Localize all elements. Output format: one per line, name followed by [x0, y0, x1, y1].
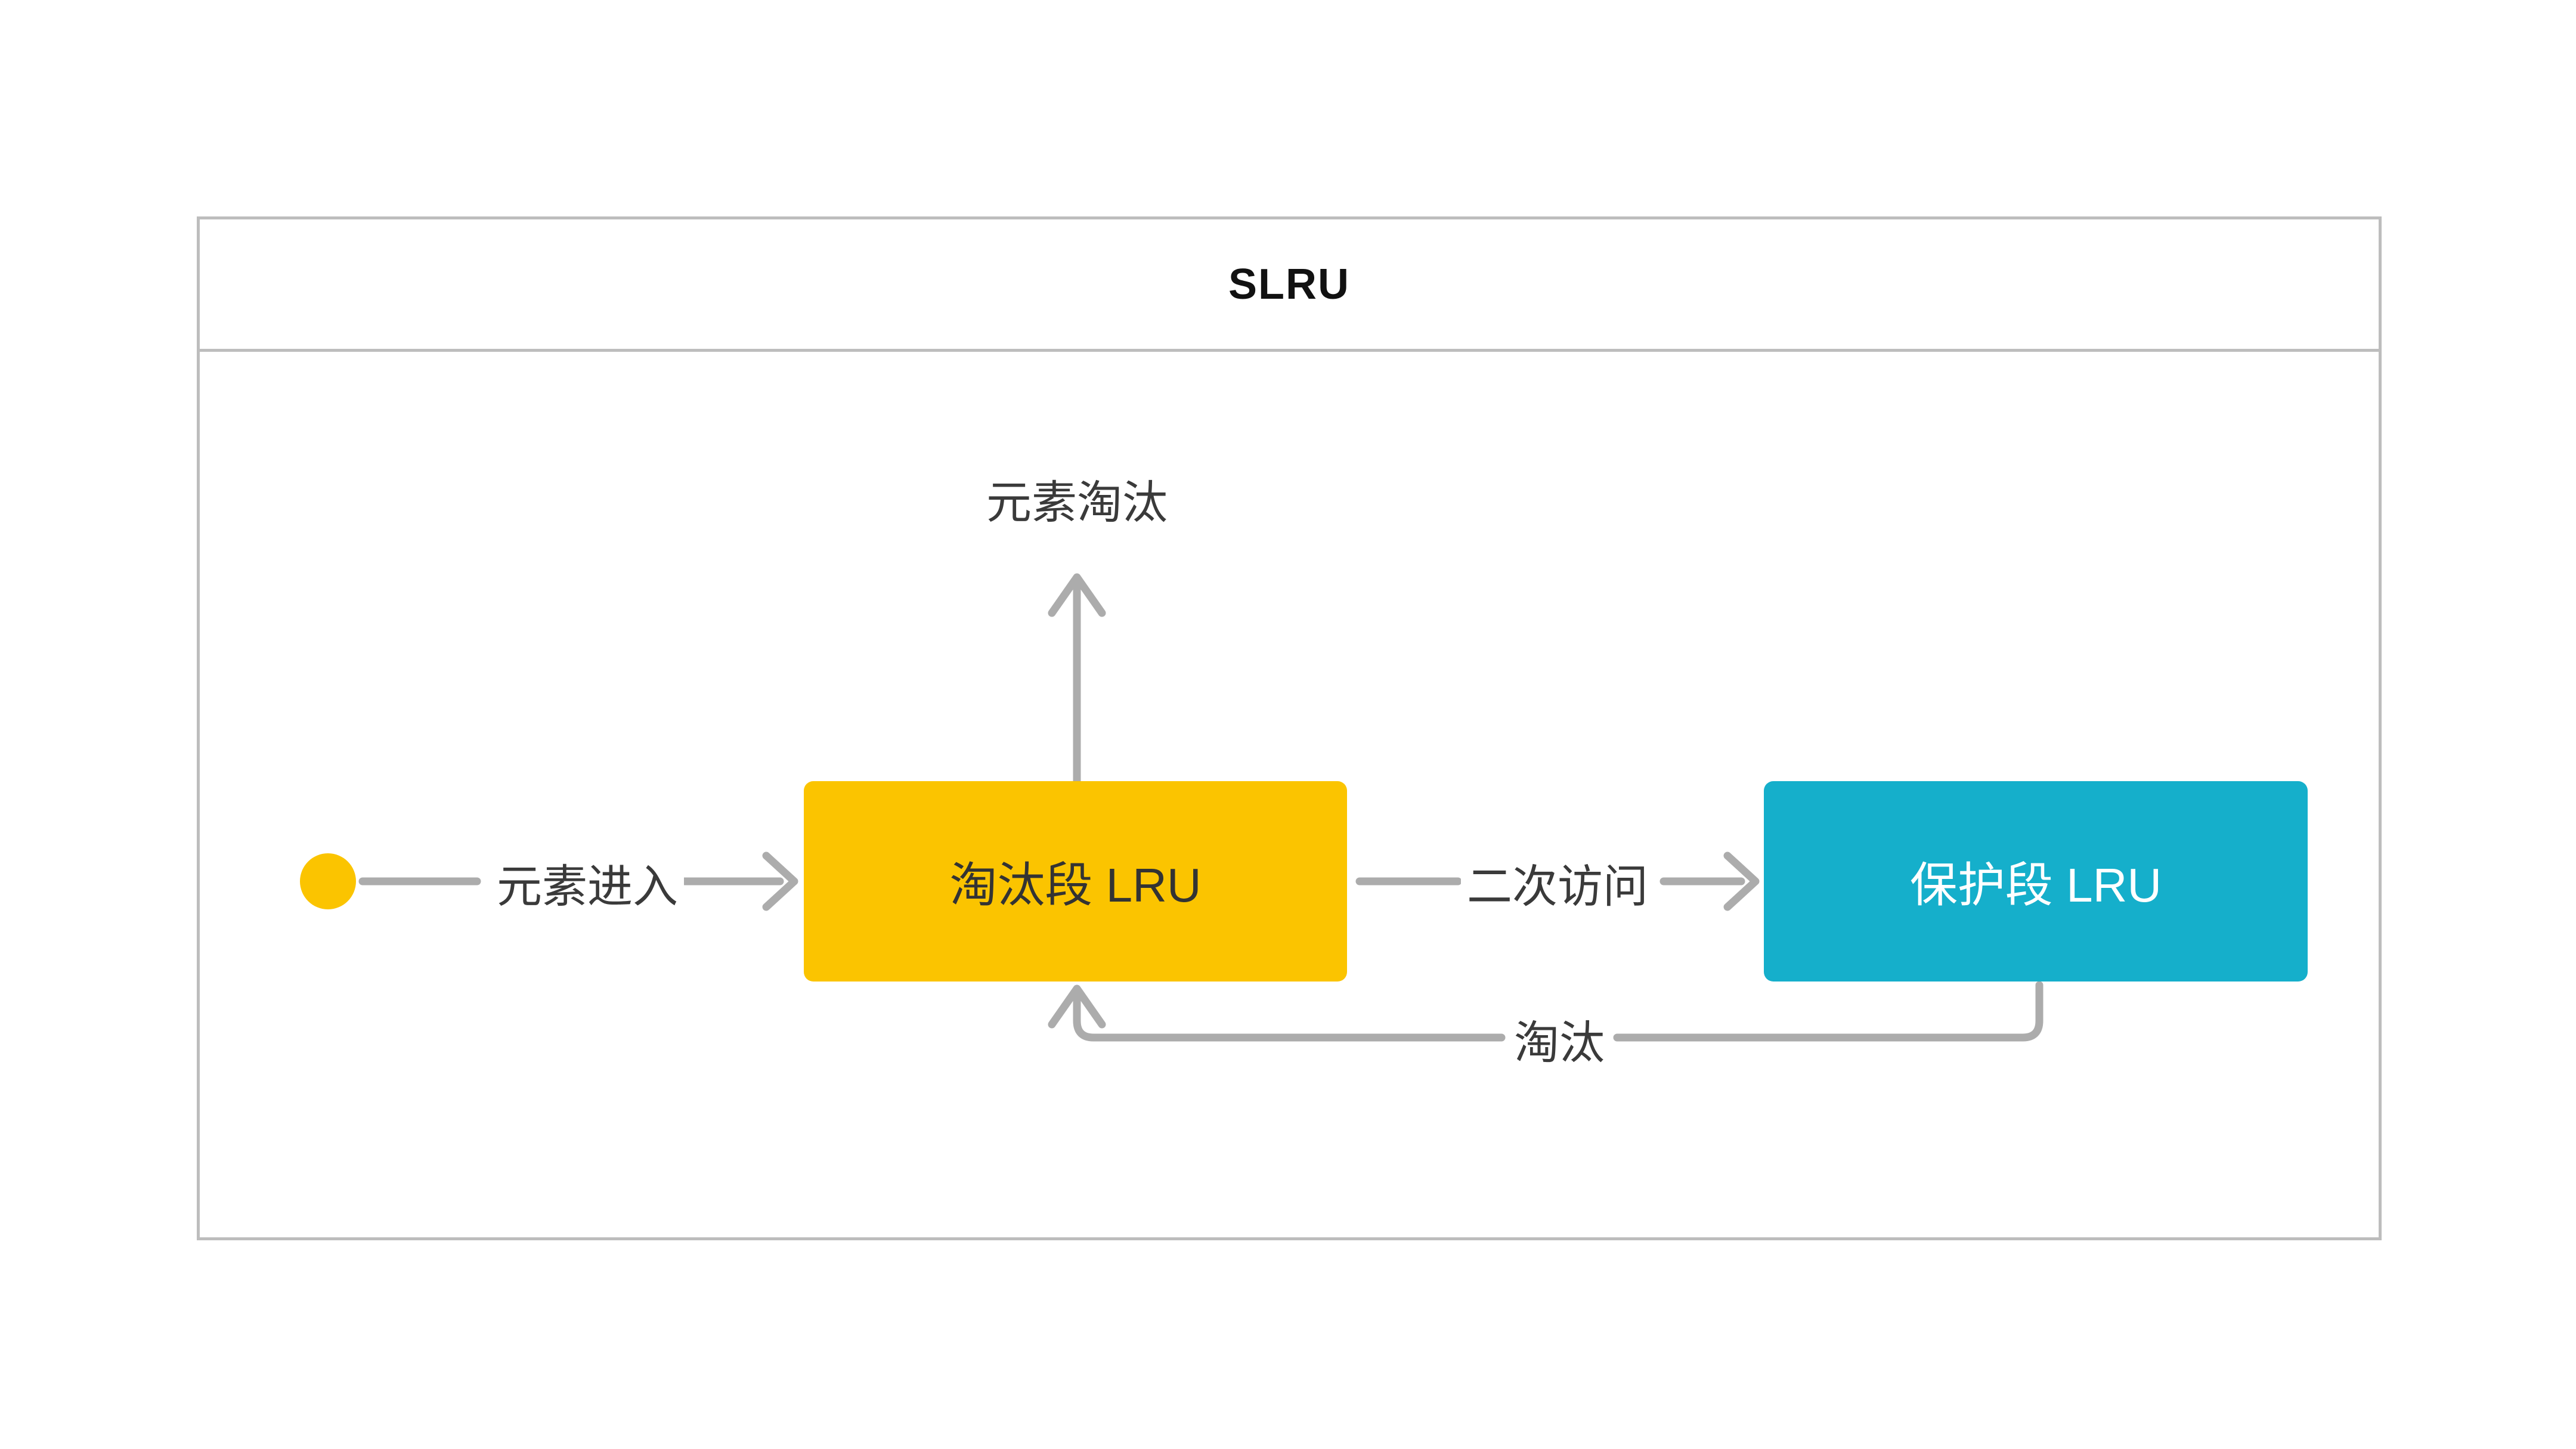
edge-demote-line-right — [1613, 981, 2044, 1042]
edge-label-evict-top: 元素淘汰 — [980, 466, 1174, 531]
edge-evict-top-arrowhead-icon — [1048, 573, 1106, 617]
edge-demote-line-left — [1073, 990, 1506, 1042]
edge-demote-arrowhead-icon — [1048, 984, 1106, 1029]
edge-label-second-access: 二次访问 — [1461, 850, 1654, 915]
edge-label-enter: 元素进入 — [491, 850, 684, 915]
node-protected-lru: 保护段 LRU — [1764, 781, 2308, 982]
diagram-title: SLRU — [200, 219, 2379, 352]
node-protected-lru-label: 保护段 LRU — [1909, 859, 2162, 912]
edge-second-access-arrowhead-icon — [1723, 852, 1760, 911]
edge-enter-arrowhead-icon — [762, 852, 798, 911]
edge-label-demote: 淘汰 — [1508, 1006, 1611, 1072]
node-probation-lru: 淘汰段 LRU — [804, 781, 1347, 982]
node-probation-lru-label: 淘汰段 LRU — [949, 859, 1202, 912]
entry-point-dot — [300, 853, 356, 909]
diagram-frame: SLRU — [197, 216, 2382, 1240]
